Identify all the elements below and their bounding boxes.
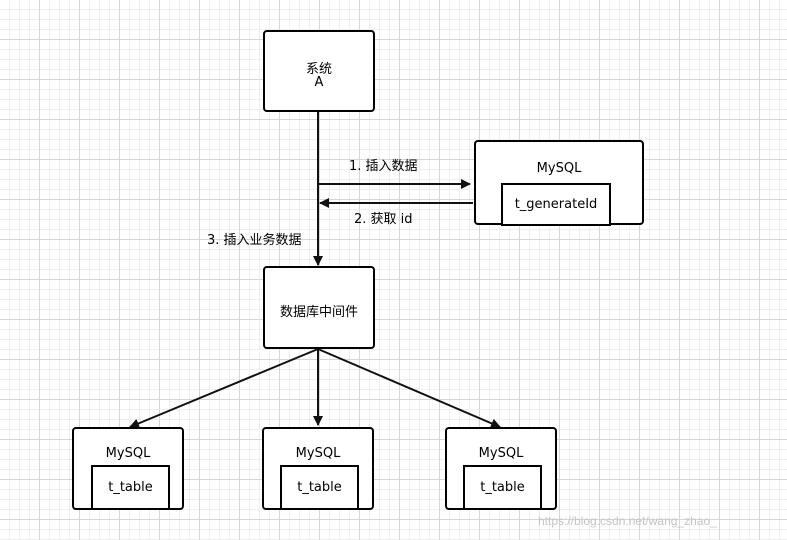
system-a-label-line1: 系统 — [305, 62, 332, 77]
shard-table: t_table — [91, 465, 170, 510]
watermark-text: https://blog.csdn.net/wang_zhao_ — [538, 514, 717, 528]
shard-mysql-title: MySQL — [478, 446, 524, 461]
shard-table: t_table — [463, 465, 542, 510]
system-a-label-line2: A — [314, 75, 324, 90]
step-get-id-label: 2. 获取 id — [354, 212, 413, 227]
step-insert-data-label: 1. 插入数据 — [349, 159, 418, 174]
middleware-label: 数据库中间件 — [279, 305, 358, 320]
middleware-node: 数据库中间件 — [263, 266, 375, 349]
id-mysql-title: MySQL — [536, 161, 582, 176]
shard-mysql-title: MySQL — [295, 446, 341, 461]
arrow-to-shard-1 — [129, 348, 319, 429]
step-insert-business-label: 3. 插入业务数据 — [207, 233, 302, 248]
system-a-node: 系统 A — [263, 30, 375, 112]
shard-mysql-title: MySQL — [105, 446, 151, 461]
shard-table: t_table — [280, 465, 359, 510]
arrow-to-shard-3 — [317, 348, 501, 429]
id-generate-table: t_generateId — [501, 183, 611, 226]
